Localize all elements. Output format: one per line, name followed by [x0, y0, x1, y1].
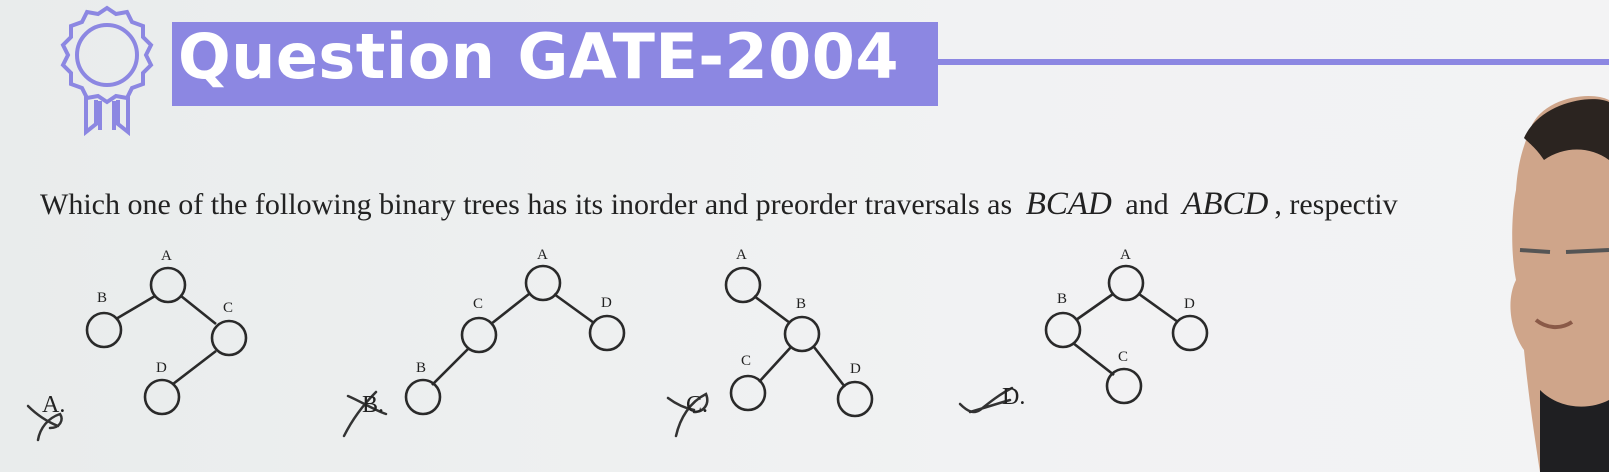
question-suffix: , respectiv — [1274, 188, 1398, 221]
node-label: C — [1118, 349, 1129, 365]
question-conj: and — [1125, 188, 1169, 221]
node-label: D — [850, 361, 861, 377]
node-label: D — [1184, 296, 1195, 312]
node-label: C — [223, 300, 234, 316]
tick-mark-d — [958, 386, 1014, 414]
question-text: Which one of the following binary trees … — [40, 186, 1398, 223]
preorder-sequence: ABCD — [1182, 186, 1269, 222]
node-label: D — [601, 295, 612, 311]
node-label: D — [156, 360, 167, 376]
title-banner — [172, 22, 938, 106]
option-d-label[interactable]: D. — [1002, 384, 1026, 410]
tree-option-c — [724, 266, 874, 418]
title-rule — [938, 59, 1609, 65]
inorder-sequence: BCAD — [1025, 186, 1112, 222]
node-label: A — [161, 248, 172, 264]
tree-option-a — [85, 266, 248, 416]
slide-title: Question GATE-2004 — [178, 20, 900, 93]
node-label: A — [1120, 247, 1131, 263]
node-label: A — [736, 247, 747, 263]
tree-option-d — [1044, 264, 1209, 405]
cross-mark-c — [666, 392, 709, 438]
cross-mark-b — [342, 390, 388, 438]
node-label: C — [741, 353, 752, 369]
tree-option-b — [404, 264, 626, 416]
node-label: A — [537, 247, 548, 263]
node-label: B — [1057, 291, 1068, 307]
option-b-label[interactable]: B. — [362, 392, 385, 418]
option-c-label[interactable]: C. — [686, 392, 709, 418]
node-label: C — [473, 296, 484, 312]
cross-mark-a — [26, 404, 63, 442]
option-a-label[interactable]: A. — [42, 392, 66, 418]
question-prefix: Which one of the following binary trees … — [40, 188, 1013, 221]
node-label: B — [97, 290, 108, 306]
presenter-image — [1510, 95, 1609, 472]
node-label: B — [796, 296, 807, 312]
award-ribbon-icon — [60, 5, 154, 137]
node-label: B — [416, 360, 427, 376]
